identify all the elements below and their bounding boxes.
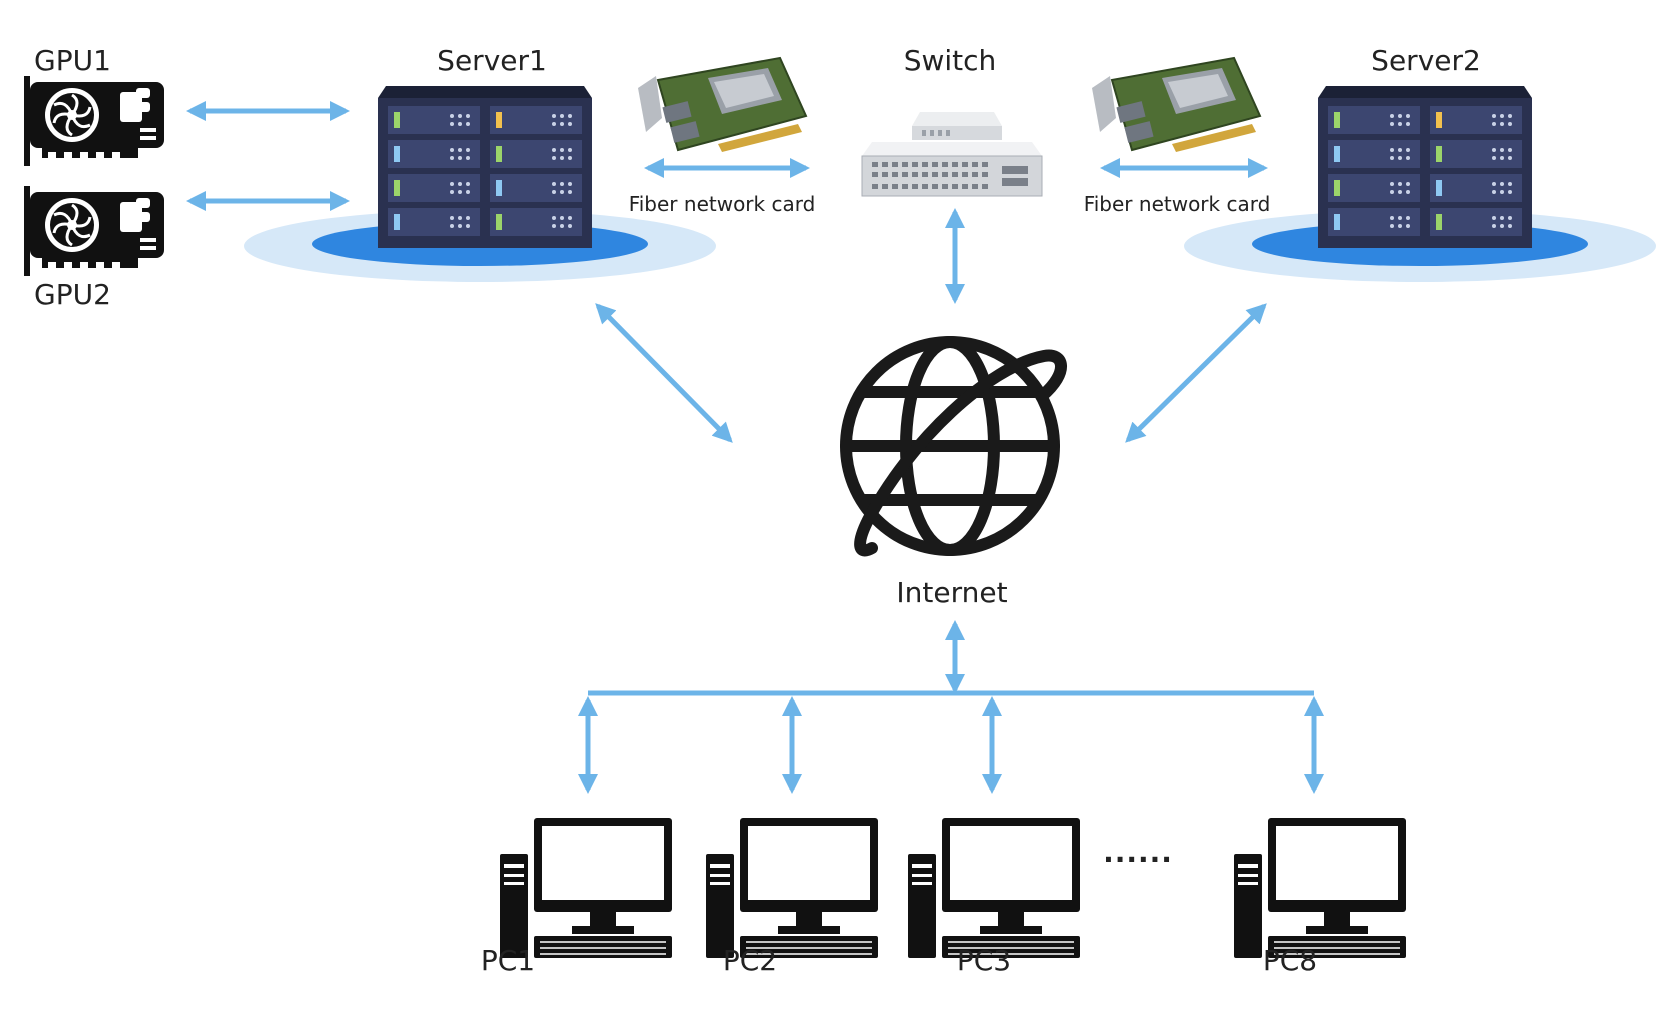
arrow-server1-internet xyxy=(595,303,733,443)
pc-ellipsis: ...... xyxy=(1103,836,1173,869)
globe-icon xyxy=(840,336,1067,557)
gpu1-label: GPU1 xyxy=(34,44,111,77)
pc3-icon xyxy=(907,817,1081,959)
pc1-icon xyxy=(499,817,673,959)
gpu2-label: GPU2 xyxy=(34,278,111,311)
internet-label: Internet xyxy=(896,576,1008,609)
gpu1-icon xyxy=(22,74,166,168)
fiber-card-right-icon xyxy=(1091,57,1261,153)
pc8-label: PC8 xyxy=(1262,944,1318,977)
gpu2-icon xyxy=(22,184,166,278)
pc1-label: PC1 xyxy=(480,944,536,977)
arrow-server2-internet xyxy=(1125,303,1267,443)
server2-label: Server2 xyxy=(1371,44,1481,77)
connections xyxy=(186,101,1324,794)
pc8-icon xyxy=(1233,817,1407,959)
fiber-card-right-label: Fiber network card xyxy=(1083,192,1271,216)
fiber-card-left-icon xyxy=(637,57,807,153)
pc2-label: PC2 xyxy=(722,944,778,977)
pc3-label: PC3 xyxy=(956,944,1012,977)
pc2-icon xyxy=(705,817,879,959)
server1-label: Server1 xyxy=(437,44,547,77)
fiber-card-left-label: Fiber network card xyxy=(628,192,816,216)
switch-icon xyxy=(861,111,1043,197)
switch-label: Switch xyxy=(903,44,997,77)
